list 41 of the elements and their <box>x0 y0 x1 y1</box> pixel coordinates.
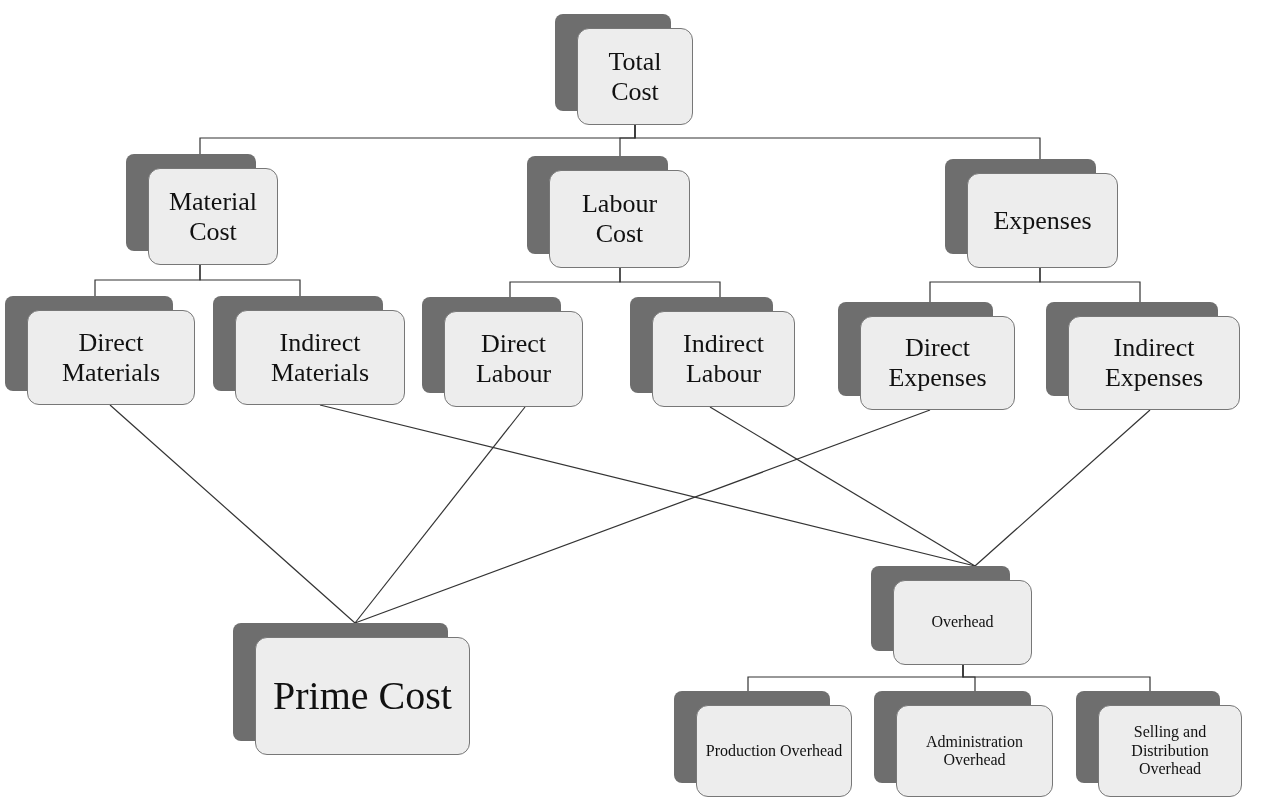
node-label: Direct Expenses <box>887 333 988 393</box>
node-label: Material Cost <box>167 186 259 247</box>
stacked-card <box>838 302 1015 410</box>
stacked-card <box>5 296 195 405</box>
stacked-card <box>674 691 852 797</box>
connector-line <box>634 124 1041 160</box>
stacked-card <box>555 14 693 125</box>
node-label: Overhead <box>931 613 994 632</box>
stacked-card <box>422 297 583 407</box>
node-label: Selling and Distribution Overhead <box>1130 723 1210 779</box>
connector-line <box>199 264 301 297</box>
connector-line <box>709 406 976 567</box>
stacked-card <box>1046 302 1240 410</box>
node-label: Labour Cost <box>580 189 659 249</box>
connector-line <box>109 404 356 624</box>
stacked-card <box>126 154 278 265</box>
connector-line <box>974 409 1151 567</box>
node-label: Prime Cost <box>273 673 452 719</box>
stacked-card <box>527 156 690 268</box>
connector-line <box>1039 267 1141 303</box>
connector-line <box>319 404 976 567</box>
stacked-card <box>874 691 1053 797</box>
connector-line <box>354 409 931 624</box>
connector-line <box>619 267 721 298</box>
stacked-card <box>1076 691 1242 797</box>
node-label: Production Overhead <box>705 741 843 761</box>
stacked-card <box>871 566 1032 665</box>
node-label: Direct Materials <box>60 327 162 388</box>
stacked-card <box>213 296 405 405</box>
node-label: Expenses <box>993 205 1092 236</box>
connector-line <box>962 664 1151 692</box>
node-label: Total Cost <box>607 46 663 107</box>
node-label: Administration Overhead <box>925 732 1024 770</box>
node-label: Indirect Materials <box>269 327 371 388</box>
node-label: Indirect Expenses <box>1103 333 1205 393</box>
node-label: Indirect Labour <box>682 329 765 389</box>
stacked-card <box>630 297 795 407</box>
node-label: Direct Labour <box>474 329 553 389</box>
connector-line <box>354 406 526 624</box>
stacked-card <box>945 159 1118 268</box>
stacked-card <box>233 623 470 755</box>
